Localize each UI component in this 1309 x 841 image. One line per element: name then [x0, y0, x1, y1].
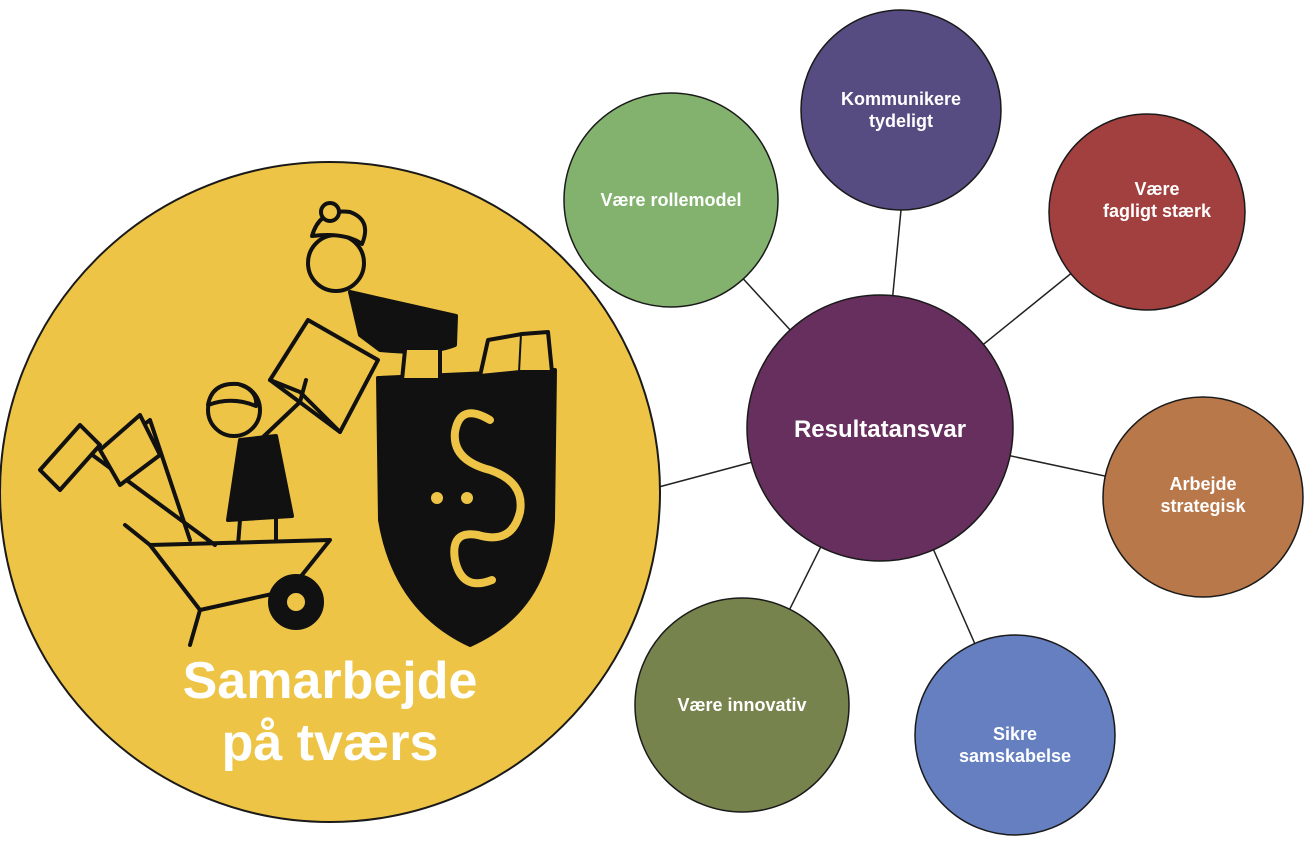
label-rollemodel: Være rollemodel — [600, 189, 742, 210]
label-innovativ: Være innovativ — [677, 694, 807, 715]
collaboration-illustration-icon — [38, 201, 557, 647]
label-samskabelse: Sikre samskabelse — [958, 723, 1072, 767]
label-faglig: Være fagligt stærk — [1102, 178, 1212, 222]
satellite-circles — [563, 9, 1304, 836]
shield-icon — [376, 368, 557, 647]
main-title-line2: på tværs — [221, 714, 439, 773]
circle-innovativ — [634, 597, 850, 813]
main-title-line1: Samarbejde — [182, 652, 478, 710]
main-circle — [0, 161, 661, 823]
label-strategisk: Arbejde strategisk — [1160, 473, 1246, 517]
label-resultatansvar: Resultatansvar — [793, 416, 967, 443]
circle-rollemodel — [563, 92, 779, 308]
circle-faglig — [1048, 113, 1246, 311]
box-icon — [268, 318, 380, 434]
circle-strategisk — [1102, 396, 1304, 598]
main-title: Samarbejde på tværs — [120, 650, 540, 775]
circle-kommunikere — [800, 9, 1002, 211]
circle-resultatansvar — [746, 294, 1014, 562]
section-sign-icon — [450, 409, 525, 588]
woman-head — [306, 233, 366, 293]
label-kommunikere: Kommunikere tydeligt — [840, 88, 962, 132]
circle-samskabelse — [914, 634, 1116, 836]
